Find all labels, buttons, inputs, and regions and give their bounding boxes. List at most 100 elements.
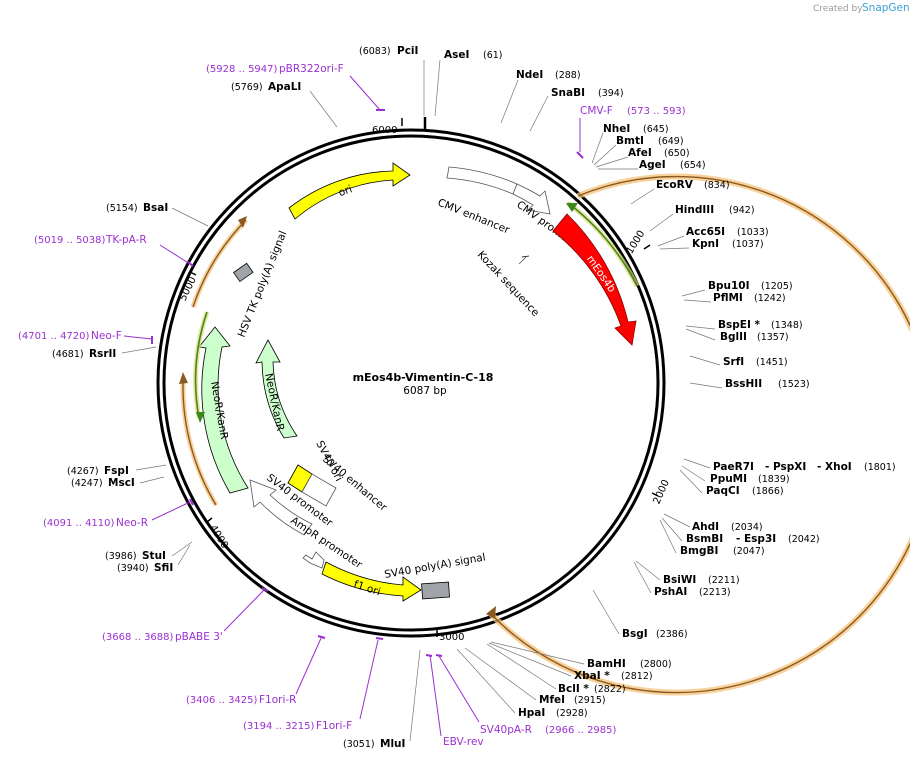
asei-label[interactable]: AseI: [444, 49, 469, 61]
bmgbi-label[interactable]: BmgBI: [680, 545, 718, 557]
neor-orf-lower[interactable]: [182, 382, 217, 506]
xhoi-label[interactable]: - XhoI: [817, 461, 852, 473]
bglii-label[interactable]: BglII: [720, 331, 747, 343]
rsrii-label[interactable]: RsrII: [89, 348, 116, 360]
bmti-label[interactable]: BmtI: [616, 135, 644, 147]
cmvf-label[interactable]: CMV-F: [580, 105, 613, 117]
bamhi-label[interactable]: BamHI: [587, 658, 626, 670]
msci-label[interactable]: MscI: [108, 477, 135, 489]
xbai-label[interactable]: XbaI *: [574, 670, 610, 682]
pspxi-label[interactable]: - PspXI: [765, 461, 806, 473]
nhei-label[interactable]: NheI: [603, 123, 630, 135]
f1orir-label[interactable]: F1ori-R: [259, 694, 296, 706]
neor-green-orf[interactable]: [194, 311, 208, 419]
meos4b-vimentin-orf[interactable]: [489, 175, 910, 694]
xbai-pos: (2812): [621, 671, 653, 682]
bsgi-label[interactable]: BsgI: [622, 628, 648, 640]
afei-label[interactable]: AfeI: [628, 147, 652, 159]
meos4b-arrow[interactable]: [552, 213, 637, 346]
sv40-polya-label: SV40 poly(A) signal: [383, 551, 486, 581]
bspei-label[interactable]: BspEI *: [718, 319, 761, 331]
bsiwi-label[interactable]: BsiWI: [663, 574, 696, 586]
acc65i-label[interactable]: Acc65I: [686, 226, 725, 238]
tick-3000: 3000: [439, 632, 464, 643]
f1orif-label[interactable]: F1ori-F: [316, 720, 352, 732]
enzyme-leaders: [121, 59, 723, 742]
map-title: mEos4b-Vimentin-C-18: [353, 371, 494, 384]
meos4b-orf[interactable]: [567, 202, 638, 287]
sv40-polya-box[interactable]: [421, 581, 450, 600]
ebvrev-label[interactable]: EBV-rev: [443, 736, 484, 748]
bsai-label[interactable]: BsaI: [143, 202, 168, 214]
paqci-label[interactable]: PaqCI: [706, 485, 740, 497]
neor-orf-upper[interactable]: [192, 219, 247, 308]
ori-arrow[interactable]: [288, 162, 411, 220]
sv40-promoter-arrow[interactable]: [249, 479, 313, 536]
neor-outer-arrow[interactable]: [198, 326, 249, 494]
mlui-label[interactable]: MluI: [380, 738, 405, 750]
hpai-label[interactable]: HpaI: [518, 707, 545, 719]
credit-brand: SnapGene: [862, 2, 910, 14]
pbabe-label[interactable]: pBABE 3': [175, 631, 223, 643]
pcii-label[interactable]: PciI: [397, 45, 418, 57]
bglii-pos: (1357): [757, 332, 789, 343]
credit-prefix: Created by: [813, 4, 863, 14]
mfei-label[interactable]: MfeI: [539, 694, 565, 706]
fspi-pos: (4267): [67, 466, 99, 477]
f1-ori-arrow[interactable]: [321, 561, 422, 602]
sv40-enhancer-box[interactable]: [301, 473, 337, 507]
ecorv-label[interactable]: EcoRV: [656, 179, 694, 191]
bamhi-pos: (2800): [640, 659, 672, 670]
agei-label[interactable]: AgeI: [639, 159, 666, 171]
ampr-promoter-arrow[interactable]: [302, 551, 325, 569]
cmv-enhancer-arrow[interactable]: [446, 166, 518, 195]
kpni-pos: (1037): [732, 239, 764, 250]
pflmi-label[interactable]: PflMI: [713, 292, 743, 304]
ndei-label[interactable]: NdeI: [516, 69, 543, 81]
bmgbi-pos: (2047): [733, 546, 765, 557]
hindiii-label[interactable]: HindIII: [675, 204, 714, 216]
neor-label[interactable]: Neo-R: [116, 517, 148, 529]
fspi-label[interactable]: FspI: [104, 465, 129, 477]
esp3i-label[interactable]: - Esp3I: [736, 533, 776, 545]
stui-label[interactable]: StuI: [142, 550, 166, 562]
pshai-label[interactable]: PshAI: [654, 586, 687, 598]
bpu10i-label[interactable]: Bpu10I: [708, 280, 750, 292]
ppumi-pos: (1839): [758, 474, 790, 485]
tkpa-label[interactable]: TK-pA-R: [105, 234, 147, 246]
stui-pos: (3986): [105, 551, 137, 562]
hindiii-pos: (942): [729, 205, 755, 216]
bsshii-label[interactable]: BssHII: [725, 378, 762, 390]
bsiwi-pos: (2211): [708, 575, 740, 586]
bsgi-pos: (2386): [656, 629, 688, 640]
bsai-pos: (5154): [106, 203, 138, 214]
neof-label[interactable]: Neo-F: [91, 330, 122, 342]
msci-pos: (4247): [71, 478, 103, 489]
apali-pos: (5769): [231, 82, 263, 93]
map-length: 6087 bp: [403, 385, 447, 397]
hsv-tk-polya-box[interactable]: [233, 262, 254, 283]
f1orif-range: (3194 .. 3215): [243, 721, 315, 732]
pbabe-range: (3668 .. 3688): [102, 632, 174, 643]
bcli-label[interactable]: BclI *: [558, 683, 589, 695]
srfi-label[interactable]: SrfI: [723, 356, 744, 368]
paer7i-label[interactable]: PaeR7I: [713, 461, 754, 473]
hsv-tk-polya-label: HSV TK poly(A) signal: [236, 229, 290, 339]
pbr322-label[interactable]: pBR322ori-F: [279, 63, 344, 75]
bsmbi-label[interactable]: BsmBI: [686, 533, 723, 545]
bsshii-pos: (1523): [778, 379, 810, 390]
sfii-label[interactable]: SfiI: [154, 562, 173, 574]
apali-label[interactable]: ApaLI: [268, 81, 301, 93]
sv40par-label[interactable]: SV40pA-R: [480, 724, 532, 736]
ppumi-label[interactable]: PpuMI: [710, 473, 747, 485]
tick-2000: 2000: [652, 478, 672, 506]
cmv-promoter-arrow[interactable]: [512, 183, 551, 215]
ahdi-label[interactable]: AhdI: [692, 521, 719, 533]
snabi-label[interactable]: SnaBI: [551, 87, 585, 99]
kpni-label[interactable]: KpnI: [692, 238, 719, 250]
neor-inner-arrow[interactable]: [255, 339, 298, 439]
tkpa-range: (5019 .. 5038): [34, 235, 106, 246]
cmv-enhancer-label: CMV enhancer: [436, 197, 512, 237]
nhei-pos: (645): [643, 124, 669, 135]
xhoi-pos: (1801): [864, 462, 896, 473]
